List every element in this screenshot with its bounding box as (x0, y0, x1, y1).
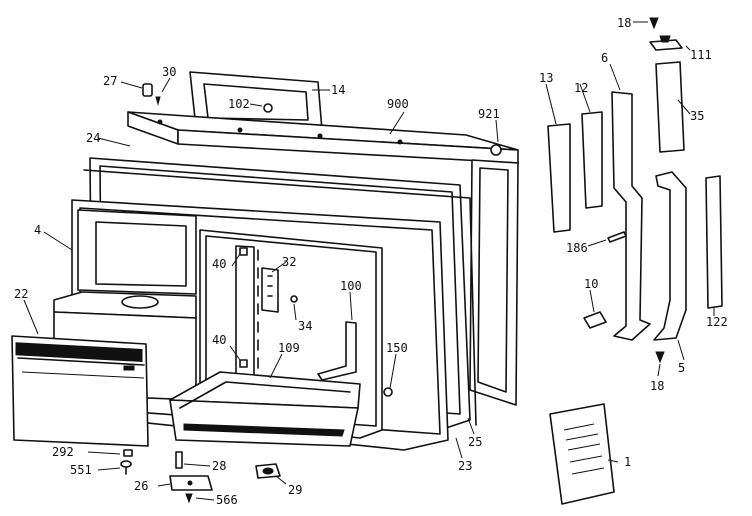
part-5-hinge-bar (653, 171, 687, 341)
label-10: 10 (584, 277, 598, 291)
label-23: 23 (458, 459, 472, 473)
label-13: 13 (539, 71, 553, 85)
label-6: 6 (601, 51, 608, 65)
label-111: 111 (690, 48, 712, 62)
label-18-bottom: 18 (650, 379, 664, 393)
label-40-lower: 40 (212, 333, 226, 347)
part-labels: 18 111 6 13 12 35 27 30 14 102 900 921 2… (14, 16, 728, 507)
part-1-manual (549, 403, 615, 505)
part-900-cabinet-top (127, 111, 519, 164)
part-30-screw (155, 96, 161, 106)
label-551: 551 (70, 463, 92, 477)
part-6-hinge-bar (611, 91, 651, 341)
leader-lines (23, 21, 715, 501)
part-109-tray (169, 371, 361, 447)
label-29: 29 (288, 483, 302, 497)
part-10-clip (583, 311, 607, 329)
label-18-top: 18 (617, 16, 631, 30)
part-18-screw-top (649, 17, 659, 30)
label-30: 30 (162, 65, 176, 79)
part-22-control-panel (11, 335, 149, 447)
label-5: 5 (678, 361, 685, 375)
label-32: 32 (282, 255, 296, 269)
part-29-roller (255, 463, 281, 479)
label-1: 1 (624, 455, 631, 469)
part-900-cabinet-side (469, 159, 519, 406)
label-28: 28 (212, 459, 226, 473)
label-186: 186 (566, 241, 588, 255)
part-13-strip (547, 123, 571, 233)
part-18-screw-bottom (655, 351, 665, 364)
part-12-strip (581, 111, 603, 209)
part-186-screw (607, 231, 627, 243)
part-35-channel (655, 61, 685, 153)
label-40-upper: 40 (212, 257, 226, 271)
label-566: 566 (216, 493, 238, 507)
part-111-hinge-cap (649, 35, 683, 51)
part-27-plug (142, 83, 153, 97)
part-122-strip (705, 175, 723, 309)
label-102: 102 (228, 97, 250, 111)
label-22: 22 (14, 287, 28, 301)
label-27: 27 (103, 74, 117, 88)
label-26: 26 (134, 479, 148, 493)
part-551-foot (120, 460, 132, 475)
part-28-bolt (175, 451, 183, 469)
label-150: 150 (386, 341, 408, 355)
label-122: 122 (706, 315, 728, 329)
label-34: 34 (298, 319, 312, 333)
label-12: 12 (574, 81, 588, 95)
label-25: 25 (468, 435, 482, 449)
label-24: 24 (86, 131, 100, 145)
label-900: 900 (387, 97, 409, 111)
label-921: 921 (478, 107, 500, 121)
part-292-screw (123, 449, 133, 457)
label-100: 100 (340, 279, 362, 293)
label-14: 14 (331, 83, 345, 97)
part-566-screw (185, 493, 193, 504)
part-26-bracket (169, 475, 213, 491)
label-292: 292 (52, 445, 74, 459)
label-109: 109 (278, 341, 300, 355)
label-35: 35 (690, 109, 704, 123)
label-4: 4 (34, 223, 41, 237)
